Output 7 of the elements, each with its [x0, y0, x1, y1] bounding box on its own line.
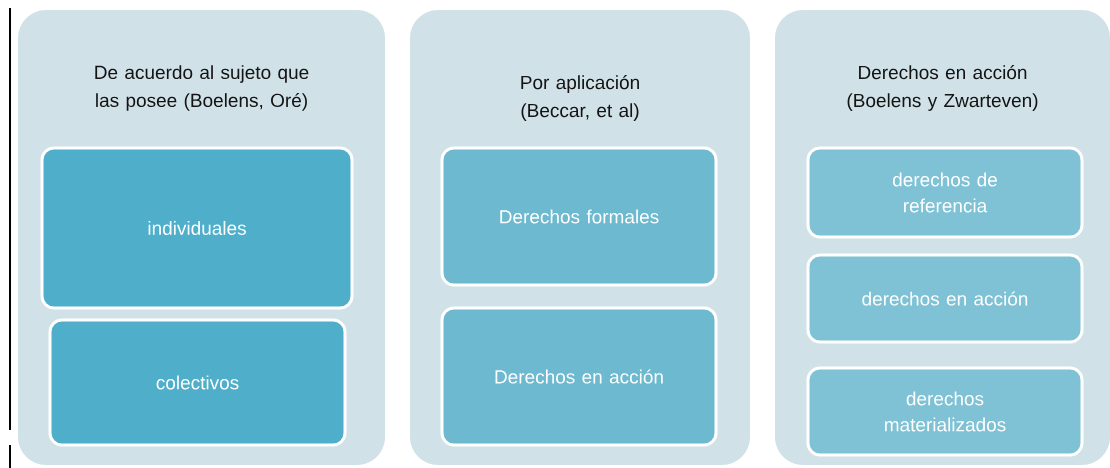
category-box: colectivos	[48, 318, 347, 447]
category-box: derechos materializados	[806, 366, 1084, 457]
category-box: Derechos en acción	[440, 306, 718, 447]
category-box: individuales	[40, 146, 354, 310]
category-box: Derechos formales	[440, 146, 718, 287]
category-box: derechos de referencia	[806, 146, 1084, 239]
category-box: derechos en acción	[806, 253, 1084, 344]
